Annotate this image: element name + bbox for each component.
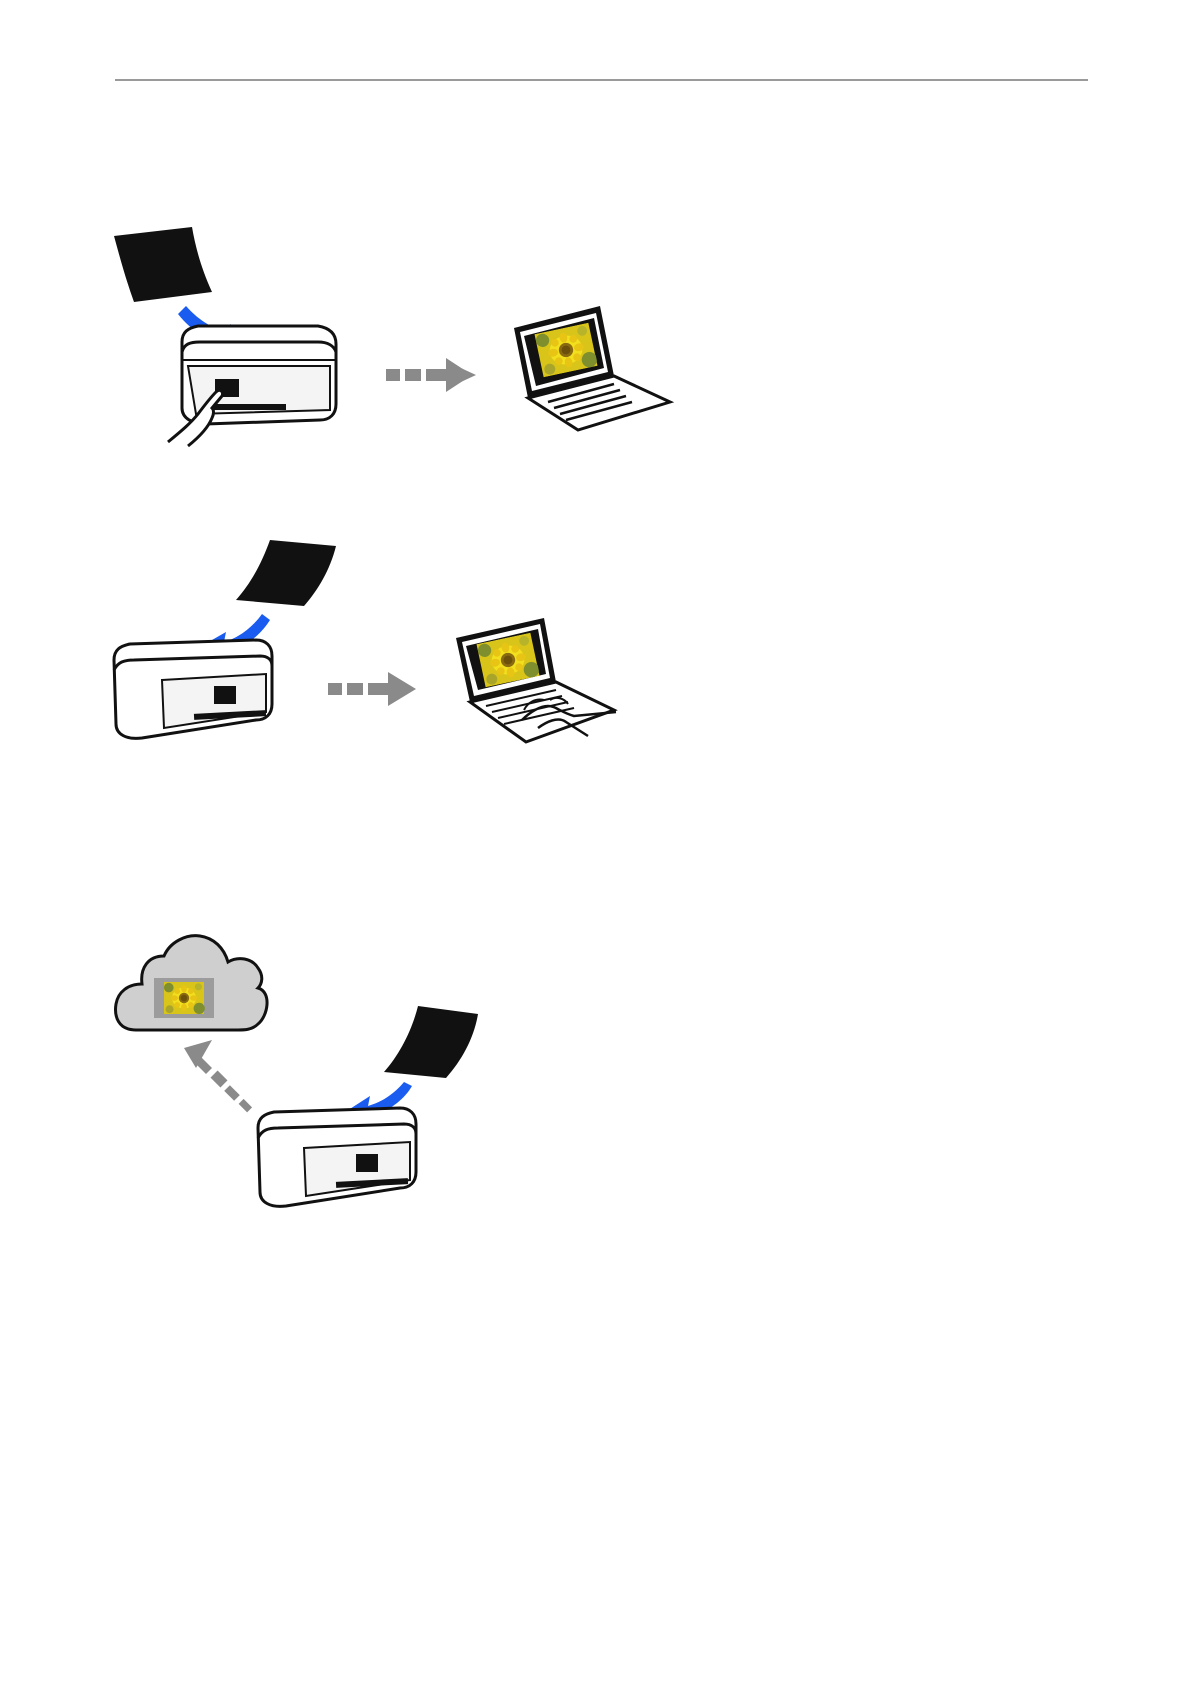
figure-scan-control-panel: [114, 227, 670, 446]
figure-scan-to-cloud: [116, 936, 480, 1207]
printer-icon: [114, 640, 272, 738]
cloud-icon: [116, 936, 268, 1030]
dashed-arrow-up-left-icon: [184, 1040, 252, 1112]
laptop-typing-icon: [456, 618, 616, 742]
dashed-arrow-right-icon: [386, 358, 476, 392]
printer-icon: [258, 1108, 416, 1206]
laptop-icon: [514, 306, 670, 430]
dashed-arrow-right-icon: [328, 672, 416, 706]
photo-icon: [236, 540, 336, 608]
photo-icon: [384, 1006, 480, 1078]
photo-icon: [114, 227, 212, 304]
figure-scan-from-computer: [114, 540, 616, 742]
